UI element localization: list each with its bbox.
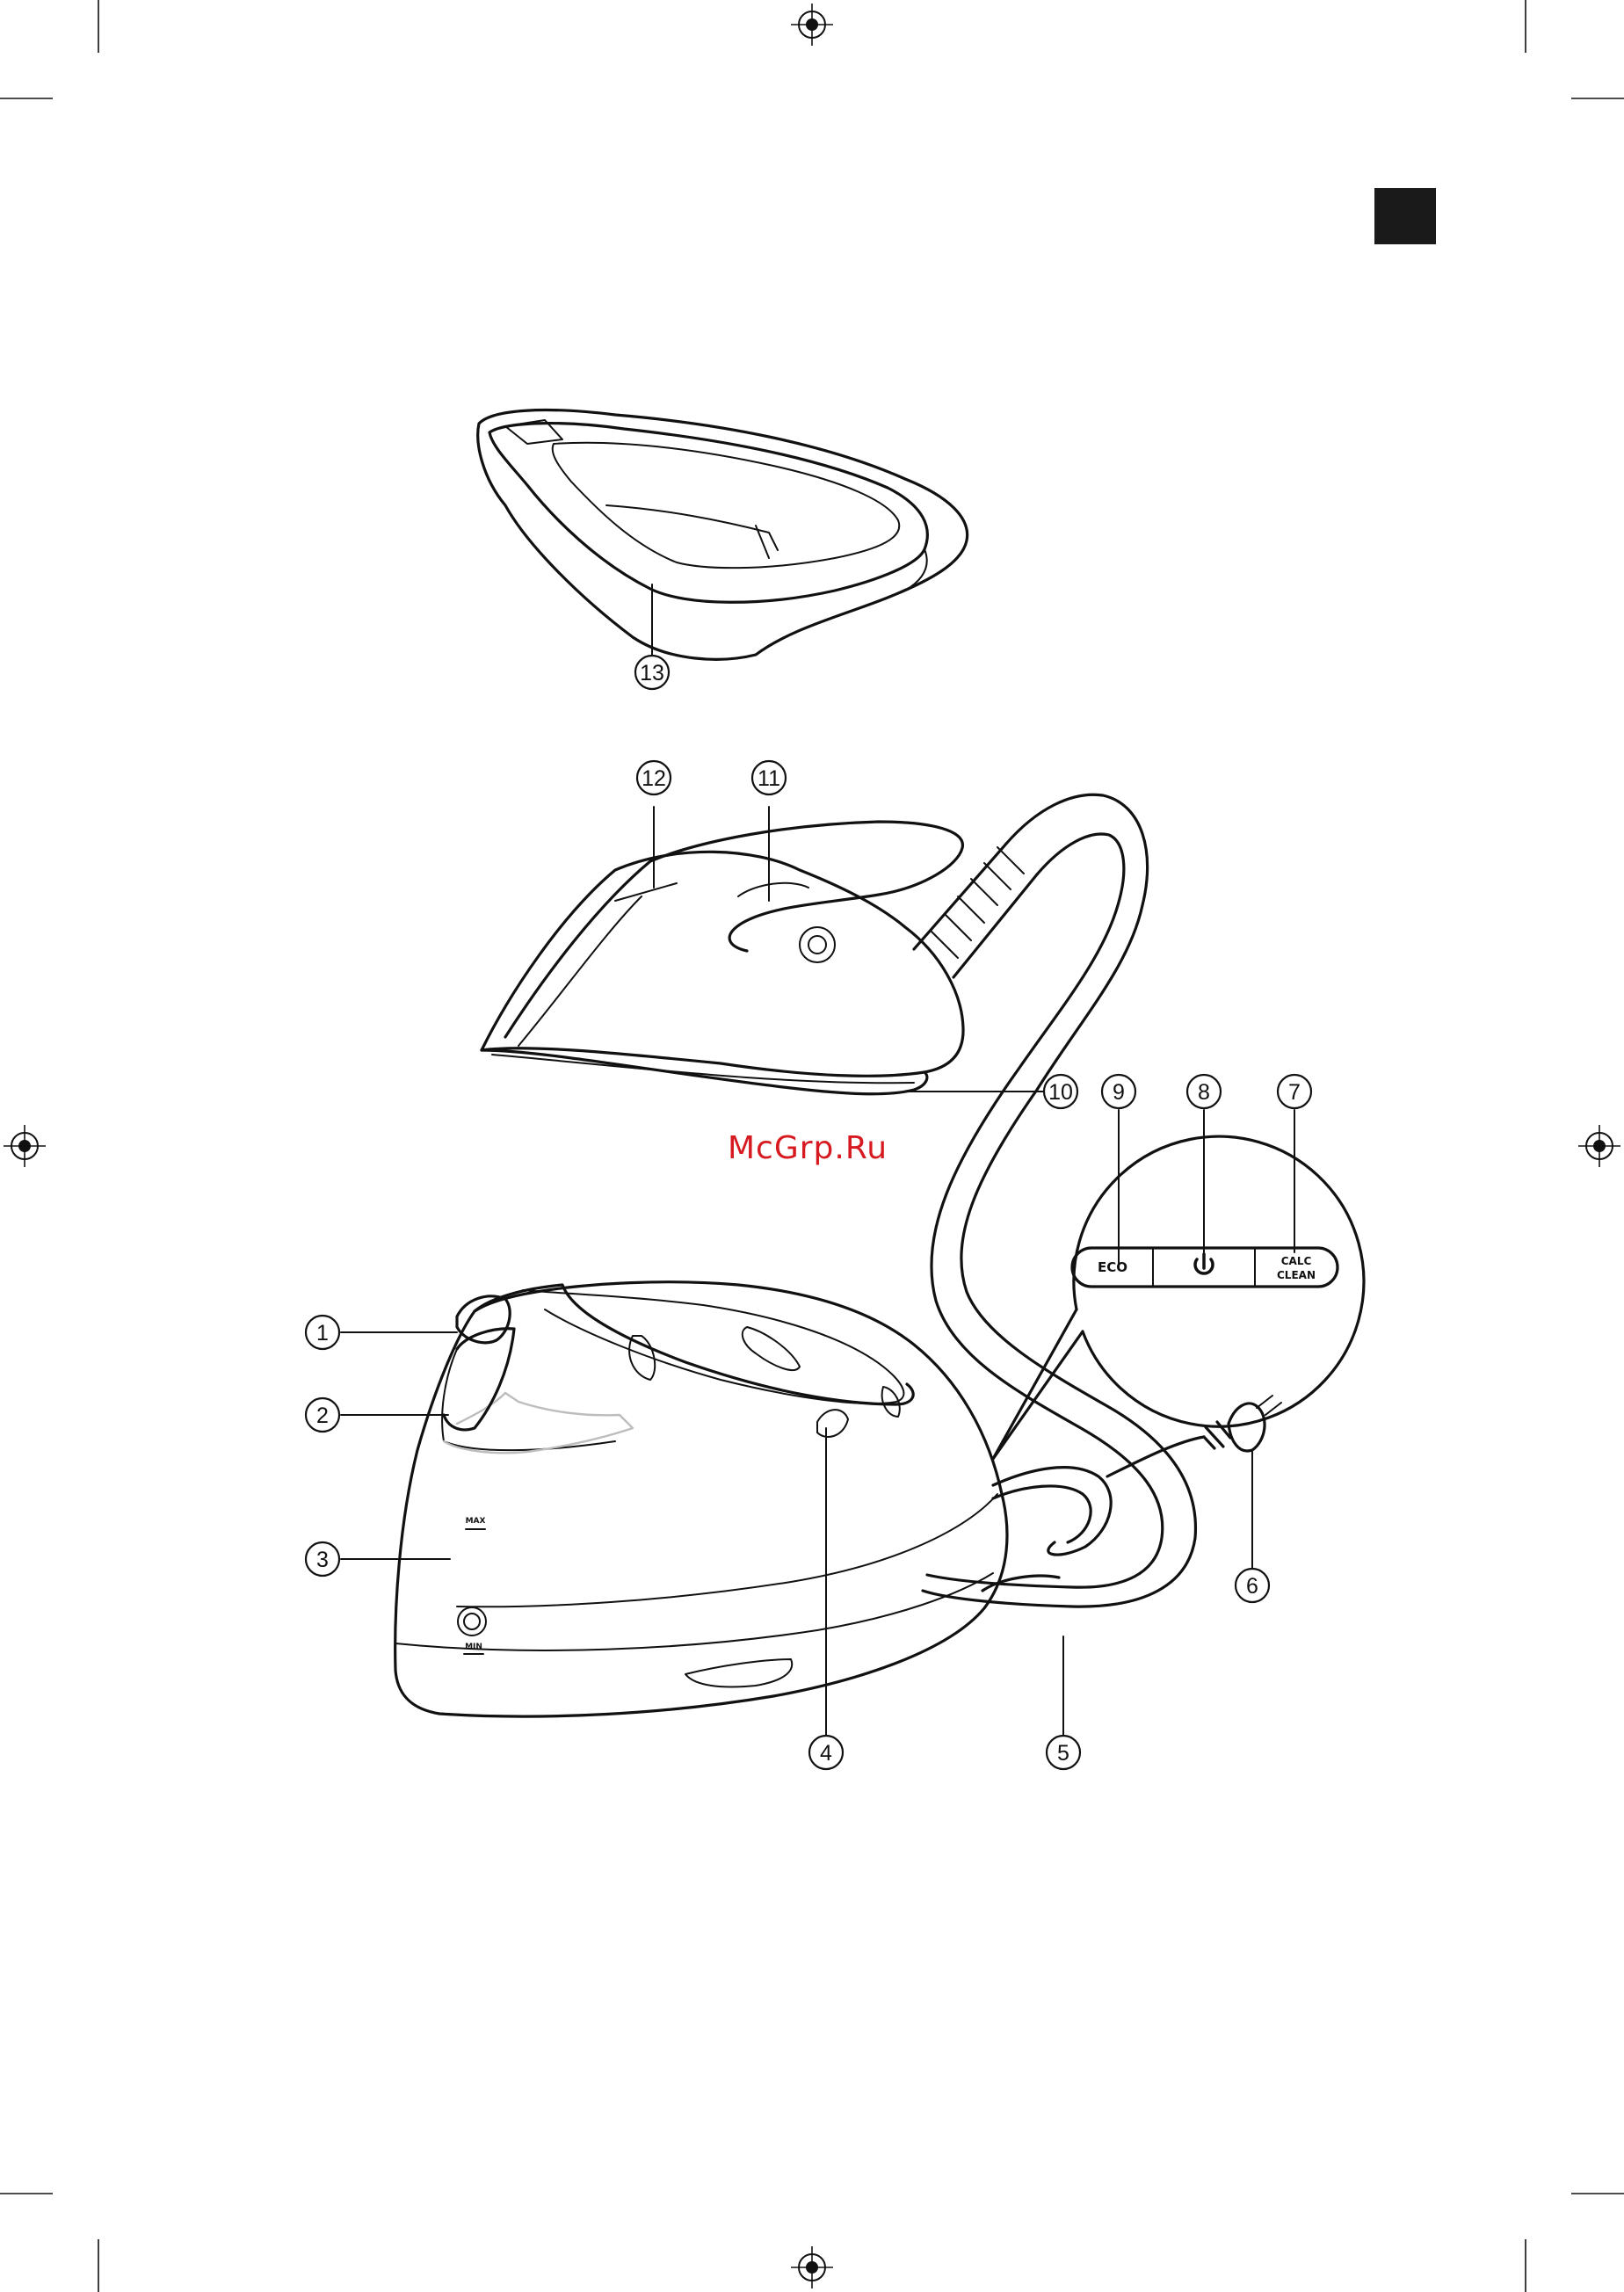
base-unit: MAX MIN — [395, 1282, 1059, 1716]
callout-6: 6 — [1236, 1569, 1269, 1602]
svg-text:12: 12 — [642, 766, 666, 791]
power-icon — [1195, 1254, 1213, 1273]
max-level-label: MAX — [466, 1517, 486, 1526]
min-level-label: MIN — [465, 1643, 482, 1651]
callout-7: 7 — [1278, 1075, 1311, 1108]
svg-text:2: 2 — [316, 1403, 329, 1428]
steam-iron — [482, 822, 1037, 1094]
callout-10: 10 — [1044, 1075, 1077, 1108]
svg-text:1: 1 — [316, 1321, 329, 1345]
callout-4: 4 — [809, 1736, 843, 1769]
callout-5: 5 — [1047, 1736, 1080, 1769]
power-cord — [993, 1437, 1204, 1555]
watermark-text: McGrp.Ru — [728, 1130, 888, 1166]
svg-text:9: 9 — [1113, 1080, 1125, 1105]
calc-clean-label-line1: CALC — [1281, 1255, 1312, 1267]
language-tab — [1374, 188, 1436, 244]
callout-9: 9 — [1102, 1075, 1135, 1108]
registration-mark-right — [1578, 1125, 1620, 1167]
svg-text:6: 6 — [1246, 1574, 1258, 1599]
descaling-tray — [478, 410, 968, 660]
supply-hose — [923, 794, 1195, 1607]
svg-text:8: 8 — [1198, 1080, 1210, 1105]
calc-clean-label-line2: CLEAN — [1277, 1269, 1316, 1281]
registration-mark-top — [791, 4, 833, 46]
callout-11: 11 — [752, 761, 786, 794]
registration-mark-left — [4, 1125, 46, 1167]
callout-3: 3 — [306, 1542, 339, 1576]
registration-mark-bottom — [791, 2246, 833, 2288]
svg-text:13: 13 — [640, 661, 664, 685]
svg-text:4: 4 — [820, 1741, 832, 1766]
callout-2: 2 — [306, 1398, 339, 1432]
svg-text:10: 10 — [1048, 1080, 1073, 1105]
callout-12: 12 — [637, 761, 671, 794]
callout-8: 8 — [1187, 1075, 1221, 1108]
svg-text:3: 3 — [316, 1548, 329, 1572]
eco-button-label: ECO — [1098, 1259, 1127, 1275]
svg-text:11: 11 — [758, 766, 780, 791]
svg-text:7: 7 — [1288, 1080, 1301, 1105]
callout-1: 1 — [306, 1316, 339, 1349]
svg-text:5: 5 — [1057, 1741, 1069, 1766]
callout-13: 13 — [635, 656, 669, 689]
